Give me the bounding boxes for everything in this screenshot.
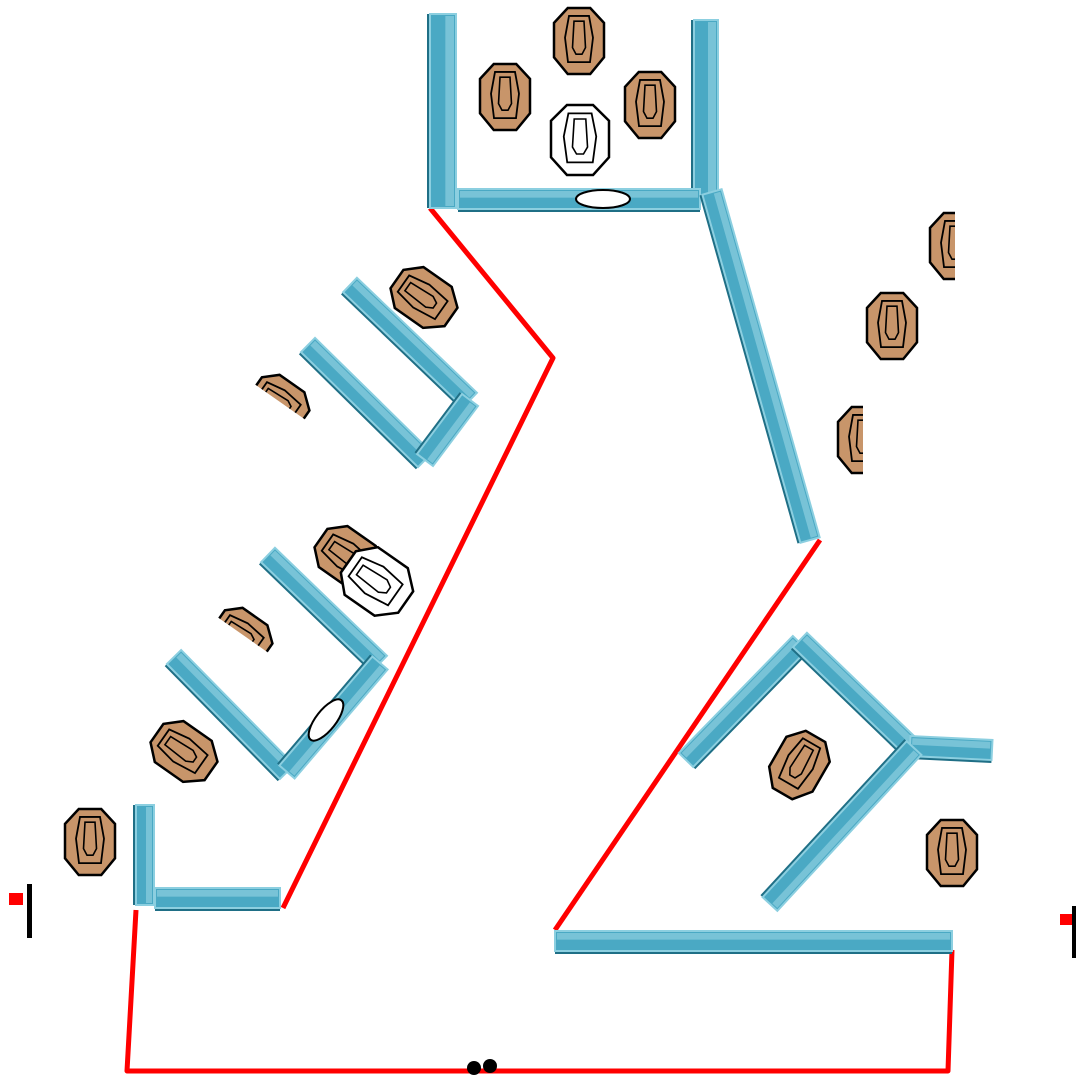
wall-rc-d	[760, 739, 923, 913]
fault-line-right	[552, 538, 823, 932]
flag-right	[1060, 906, 1076, 958]
wall-rc-b	[790, 631, 919, 756]
target-ml-2	[149, 719, 219, 784]
port-left	[307, 698, 345, 742]
flag-left	[9, 884, 32, 938]
wall-ml-outer	[258, 546, 389, 673]
target-top-2	[478, 62, 532, 132]
wall-rc-a	[677, 634, 810, 770]
target-right-partial-2	[836, 405, 863, 475]
wall-top-box-left	[427, 13, 457, 209]
target-rc-2	[925, 818, 979, 888]
wall-rc-c	[908, 734, 994, 763]
targets	[63, 6, 979, 888]
target-rc-1	[767, 729, 832, 801]
target-right-1	[865, 291, 919, 361]
fault-lines	[124, 206, 955, 1074]
target-ml-partial	[212, 606, 274, 663]
wall-bl-vertical	[133, 804, 155, 906]
target-ul-partial	[249, 373, 311, 430]
fault-line-top-left	[280, 206, 556, 910]
fault-line-bottom	[124, 909, 955, 1074]
target-ul-1	[389, 265, 459, 330]
start-position-marker	[467, 1059, 497, 1075]
wall-bottom-long	[554, 930, 953, 954]
wall-top-box-right	[691, 19, 719, 197]
wall-right-diagonal	[699, 188, 821, 544]
no-shoot-ml	[339, 545, 415, 617]
wall-bl-horizontal	[154, 887, 281, 911]
wall-ul-inner	[298, 336, 434, 470]
target-top-3	[623, 70, 677, 140]
target-right-partial-1	[928, 211, 955, 281]
port-top	[575, 189, 631, 209]
target-bl-1	[63, 807, 117, 877]
wall-ul-cap	[414, 392, 480, 468]
target-top-1	[552, 6, 606, 76]
no-shoot-top	[549, 103, 611, 177]
wall-ul-outer	[341, 276, 479, 410]
